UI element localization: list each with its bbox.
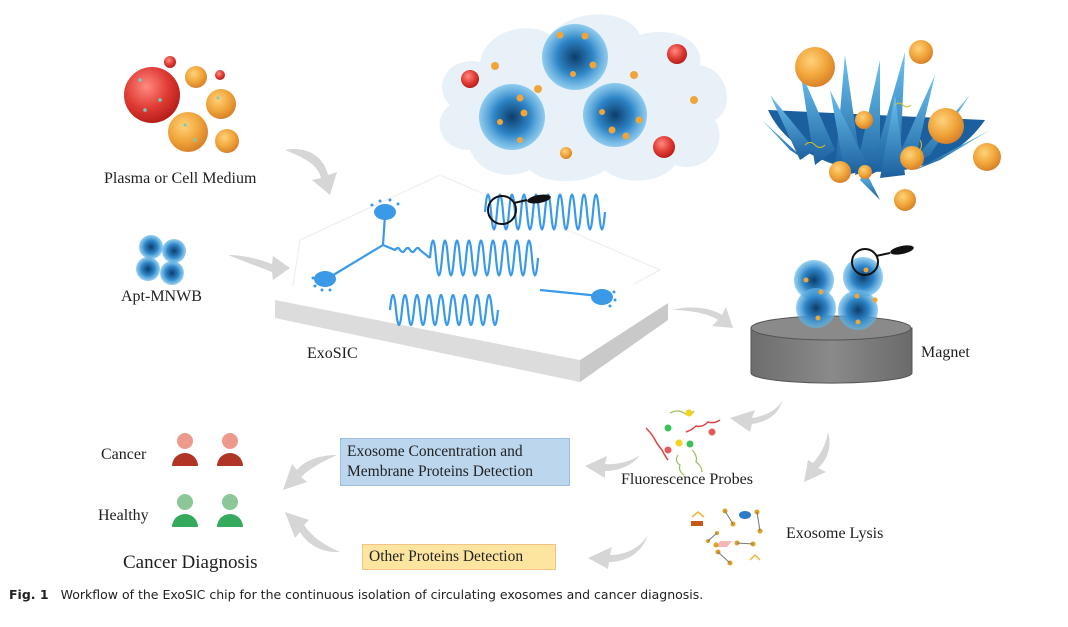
caption-text: Workflow of the ExoSIC chip for the cont… (60, 587, 704, 602)
plasma-label: Plasma or Cell Medium (104, 170, 257, 187)
healthy-label: Healthy (98, 507, 149, 524)
outlet-port (591, 289, 613, 305)
exosome-lysis-illustration (691, 508, 763, 566)
exosic-chip (275, 174, 668, 382)
apt-mnwb-illustration (136, 235, 186, 285)
membrane-detection-box: Exosome Concentration and Membrane Prote… (340, 438, 570, 486)
figure-number: Fig. 1 (9, 587, 49, 602)
inlet-port (374, 204, 396, 220)
fluorescence-probes-label: Fluorescence Probes (621, 471, 753, 488)
exosome-icon (185, 66, 207, 88)
apt-mnwb-label: Apt-MNWB (121, 288, 202, 305)
plasma-cells-illustration (124, 56, 239, 153)
exosome-lysis-label: Exosome Lysis (786, 525, 884, 542)
magnet-label: Magnet (921, 344, 970, 361)
fluorescence-probes-illustration (645, 409, 721, 476)
arrow-membrane-to-diagnosis (283, 455, 337, 490)
flow-arrows (228, 149, 830, 569)
arrow-magnet-to-probes (730, 400, 782, 432)
exosic-label: ExoSIC (307, 345, 358, 362)
arrow-probes-to-membrane (585, 455, 640, 478)
healthy-people-icon (172, 494, 243, 527)
microfluidic-channel (329, 193, 607, 327)
magnifier-icon (487, 194, 551, 225)
nanowire-zoom-illustration (762, 40, 1001, 211)
cancer-cell-icon (124, 67, 180, 123)
arrow-plasma-to-chip (285, 149, 337, 195)
cancer-label: Cancer (101, 446, 147, 463)
other-proteins-box: Other Proteins Detection (362, 544, 556, 570)
arrow-other-to-diagnosis (285, 512, 340, 553)
magnifier-icon (851, 245, 914, 276)
cancer-cell-icon (461, 70, 479, 88)
arrow-lysis-to-other (588, 535, 648, 569)
arrow-magnet-to-lysis (804, 432, 830, 482)
arrow-apt-to-chip (228, 255, 290, 280)
inlet-port (314, 271, 336, 287)
figure-caption: Fig. 1 Workflow of the ExoSIC chip for th… (9, 587, 703, 602)
cancer-diagnosis-label: Cancer Diagnosis (123, 552, 258, 573)
exosome-icon (795, 40, 1001, 211)
cancer-patients-icon (172, 433, 243, 466)
magnet-illustration (750, 245, 914, 384)
mixing-cloud-illustration (439, 14, 727, 182)
arrow-chip-to-magnet (672, 307, 733, 328)
nanowire-ball-icon (479, 24, 647, 150)
